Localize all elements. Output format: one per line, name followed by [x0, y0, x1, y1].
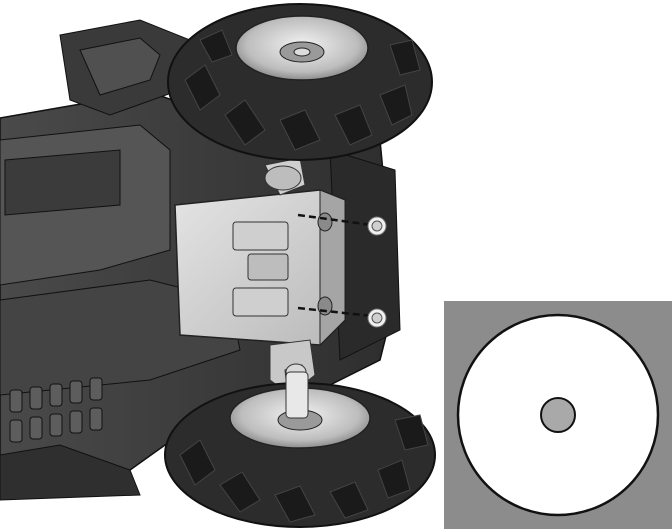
bolt-upper [367, 216, 387, 236]
vent-grille [9, 377, 103, 443]
alignment-line-lower [297, 306, 373, 318]
bolt-hole-upper [317, 212, 333, 232]
washer-detail-drawing [444, 301, 672, 529]
rear-axle-shaft [285, 371, 309, 419]
washer-detail-inset [444, 301, 672, 529]
alignment-line-upper [297, 213, 373, 227]
bolts [297, 213, 387, 328]
washer-hole [540, 397, 576, 433]
bolt-lower [367, 308, 387, 328]
rear-wheel [164, 371, 436, 528]
plate-boss-lower [232, 287, 289, 317]
upper-knuckle [264, 157, 306, 196]
front-wheel [167, 3, 433, 161]
plate-slot [247, 253, 289, 281]
bolt-hole-lower [317, 296, 333, 316]
plate-boss-upper [232, 221, 289, 251]
skid-plate [174, 189, 346, 347]
